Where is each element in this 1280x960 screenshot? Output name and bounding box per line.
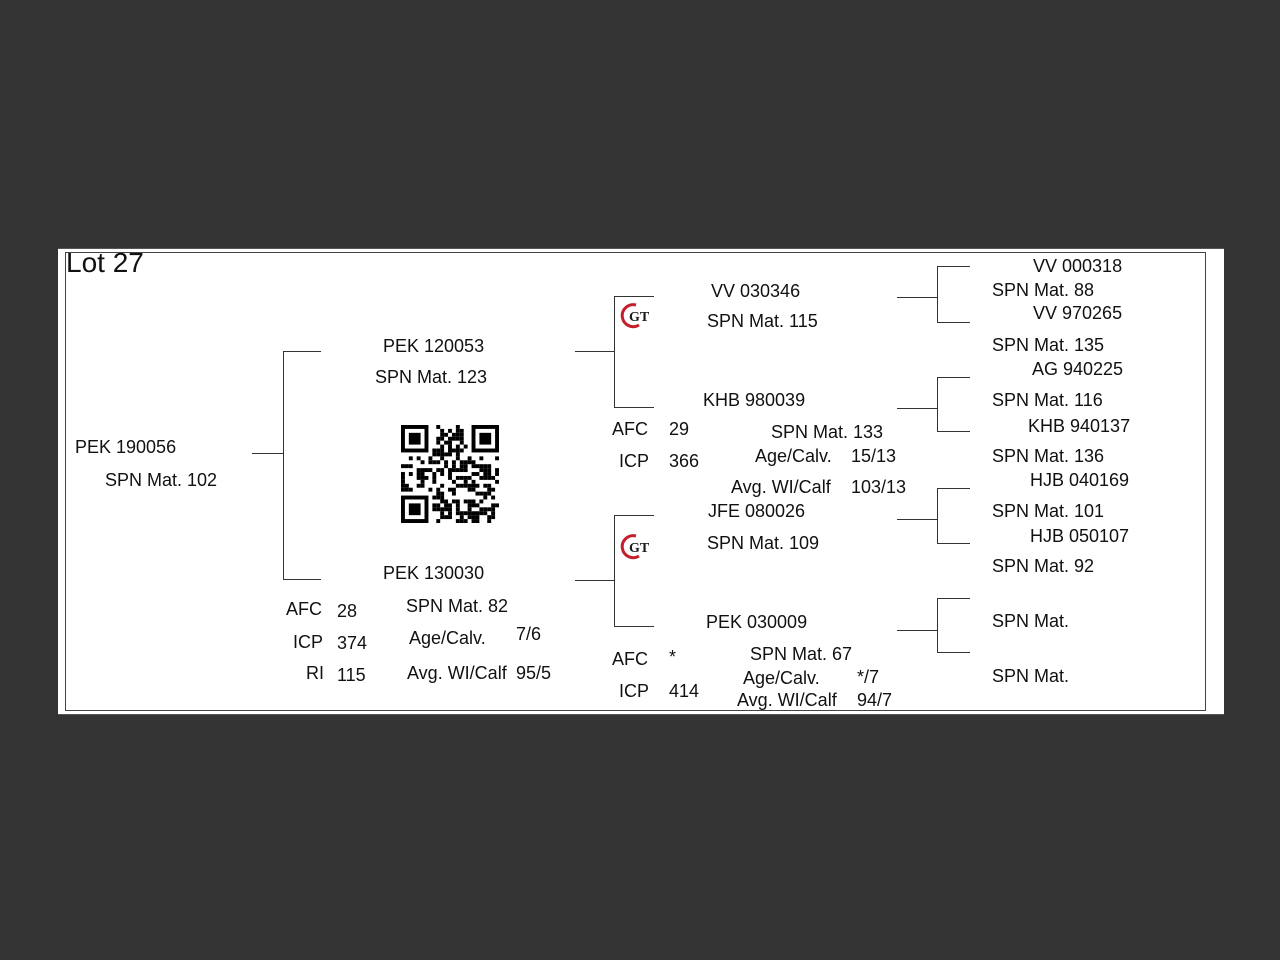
dam-avg-wi-label: Avg. WI/Calf [407,663,507,683]
ggp-3-spn: SPN Mat. 116 [992,390,1103,410]
dam-sire-spn: SPN Mat. 109 [707,533,820,553]
sire-dam-spn: SPN Mat. 133 [771,422,884,442]
gt-logo-icon: GT [620,534,650,560]
sire-dam-icp-value: 366 [669,451,700,471]
dam-id: PEK 130030 [383,563,485,583]
ggp-1-spn: SPN Mat. 88 [992,280,1095,300]
ggp-2-spn: SPN Mat. 135 [992,335,1105,355]
bracket-line [614,296,654,297]
bracket-line [937,431,970,432]
gt-logo-icon: GT [620,303,650,329]
bracket-line [283,351,321,352]
sire-spn: SPN Mat. 123 [375,367,488,387]
sire-sire-spn: SPN Mat. 115 [707,311,818,331]
bracket-line [937,266,938,323]
bracket-line [937,322,970,323]
ggp-1-id: VV 000318 [1033,256,1123,276]
dam-afc-value: 28 [337,601,358,621]
bracket-line [614,515,654,516]
bracket-line [614,296,615,408]
dam-icp-value: 374 [337,633,368,653]
qr-code [401,425,499,523]
bracket-line [937,266,970,267]
bracket-line [897,297,937,298]
dam-dam-afc-value: * [669,647,677,667]
ggp-6-id: HJB 050107 [1030,526,1130,546]
ggp-5-spn: SPN Mat. 101 [992,501,1105,521]
sire-dam-afc-label: AFC [612,419,648,439]
bracket-line [937,652,970,653]
ggp-7-spn: SPN Mat. [992,611,1070,631]
dam-dam-age-calv-value: */7 [857,667,880,687]
dam-afc-label: AFC [286,599,322,619]
sire-dam-age-calv-label: Age/Calv. [755,446,832,466]
pedigree-sheet: Lot 27 PEK 190056 SPN Mat. 102 PEK 12005… [58,248,1224,715]
dam-avg-wi-value: 95/5 [516,663,552,683]
bracket-line [252,453,284,454]
dam-dam-avg-wi-value: 94/7 [857,690,893,710]
sire-dam-age-calv-value: 15/13 [851,446,897,466]
bracket-line [283,351,284,579]
dam-age-calv-value: 7/6 [516,624,542,644]
sire-dam-avg-wi-label: Avg. WI/Calf [731,477,831,497]
ggp-5-id: HJB 040169 [1030,470,1130,490]
bracket-line [614,626,654,627]
lot-title: Lot 27 [66,247,144,278]
dam-ri-label: RI [306,663,324,683]
sire-dam-icp-label: ICP [619,451,650,471]
dam-dam-afc-label: AFC [612,649,648,669]
sire-id: PEK 120053 [383,336,485,356]
ggp-8-spn: SPN Mat. [992,666,1070,686]
bracket-line [897,630,937,631]
bracket-line [937,488,970,489]
ggp-6-spn: SPN Mat. 92 [992,556,1095,576]
bracket-line [937,598,938,653]
dam-dam-icp-label: ICP [619,681,650,701]
dam-icp-label: ICP [293,632,324,652]
dam-sire-id: JFE 080026 [708,501,806,521]
sire-dam-id: KHB 980039 [703,390,806,410]
sire-sire-id: VV 030346 [711,281,801,301]
bracket-line [897,519,937,520]
bracket-line [937,543,970,544]
bracket-line [614,515,615,627]
svg-text:GT: GT [629,310,650,325]
bracket-line [937,377,938,432]
bracket-line [937,598,970,599]
bracket-line [937,377,970,378]
dam-spn: SPN Mat. 82 [406,596,509,616]
bracket-line [937,488,938,544]
sire-dam-afc-value: 29 [669,419,690,439]
bracket-line [283,579,321,580]
dam-dam-avg-wi-label: Avg. WI/Calf [737,690,837,710]
dam-dam-age-calv-label: Age/Calv. [743,668,820,688]
ggp-4-id: KHB 940137 [1028,416,1131,436]
bracket-line [575,580,615,581]
dam-dam-id: PEK 030009 [706,612,808,632]
dam-ri-value: 115 [337,665,366,685]
ggp-2-id: VV 970265 [1033,303,1123,323]
ggp-4-spn: SPN Mat. 136 [992,446,1105,466]
dam-dam-icp-value: 414 [669,681,700,701]
svg-text:GT: GT [629,541,650,556]
subject-id: PEK 190056 [75,437,177,457]
subject-spn: SPN Mat. 102 [105,470,218,490]
dam-age-calv-label: Age/Calv. [409,628,486,648]
bracket-line [575,351,615,352]
sire-dam-avg-wi-value: 103/13 [851,477,907,497]
dam-dam-spn: SPN Mat. 67 [750,644,853,664]
ggp-3-id: AG 940225 [1032,359,1124,379]
bracket-line [897,408,937,409]
bracket-line [614,407,654,408]
